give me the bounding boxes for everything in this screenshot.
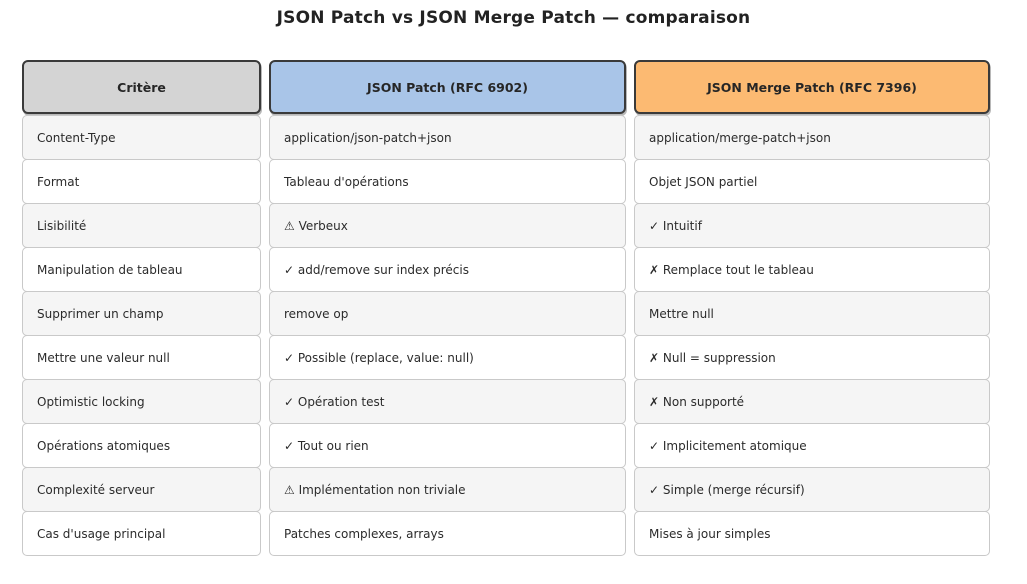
criteria-cell-format: Format (22, 159, 261, 204)
merge-patch-cell-complexite-serveur: ✓ Simple (merge récursif) (634, 467, 990, 512)
json-patch-cell-lisibilite: ⚠ Verbeux (269, 203, 626, 248)
criteria-cell-manipulation-tableau: Manipulation de tableau (22, 247, 261, 292)
json-patch-cell-cas-usage: Patches complexes, arrays (269, 511, 626, 556)
merge-patch-cell-content-type: application/merge-patch+json (634, 115, 990, 160)
criteria-column-body: Content-Type Format Lisibilité Manipulat… (22, 115, 261, 556)
merge-patch-cell-supprimer-champ: Mettre null (634, 291, 990, 336)
criteria-cell-cas-usage: Cas d'usage principal (22, 511, 261, 556)
page-title: JSON Patch vs JSON Merge Patch — compara… (276, 8, 751, 28)
json-patch-cell-supprimer-champ: remove op (269, 291, 626, 336)
json-patch-cell-content-type: application/json-patch+json (269, 115, 626, 160)
criteria-cell-optimistic-locking: Optimistic locking (22, 379, 261, 424)
json-patch-cell-operations-atomiques: ✓ Tout ou rien (269, 423, 626, 468)
json-patch-column-body: application/json-patch+json Tableau d'op… (269, 115, 626, 556)
json-patch-column-header: JSON Patch (RFC 6902) (269, 60, 626, 114)
json-patch-cell-manipulation-tableau: ✓ add/remove sur index précis (269, 247, 626, 292)
merge-patch-cell-valeur-null: ✗ Null = suppression (634, 335, 990, 380)
json-patch-cell-valeur-null: ✓ Possible (replace, value: null) (269, 335, 626, 380)
merge-patch-column-body: application/merge-patch+json Objet JSON … (634, 115, 990, 556)
merge-patch-cell-manipulation-tableau: ✗ Remplace tout le tableau (634, 247, 990, 292)
criteria-cell-valeur-null: Mettre une valeur null (22, 335, 261, 380)
merge-patch-column-header: JSON Merge Patch (RFC 7396) (634, 60, 990, 114)
criteria-column: Critère Content-Type Format Lisibilité M… (22, 60, 261, 556)
merge-patch-cell-operations-atomiques: ✓ Implicitement atomique (634, 423, 990, 468)
criteria-cell-content-type: Content-Type (22, 115, 261, 160)
json-patch-cell-format: Tableau d'opérations (269, 159, 626, 204)
criteria-column-header: Critère (22, 60, 261, 114)
comparison-table: Critère Content-Type Format Lisibilité M… (22, 60, 990, 556)
merge-patch-column: JSON Merge Patch (RFC 7396) application/… (634, 60, 990, 556)
json-patch-cell-optimistic-locking: ✓ Opération test (269, 379, 626, 424)
json-patch-cell-complexite-serveur: ⚠ Implémentation non triviale (269, 467, 626, 512)
criteria-cell-lisibilite: Lisibilité (22, 203, 261, 248)
criteria-cell-supprimer-champ: Supprimer un champ (22, 291, 261, 336)
criteria-cell-operations-atomiques: Opérations atomiques (22, 423, 261, 468)
merge-patch-cell-lisibilite: ✓ Intuitif (634, 203, 990, 248)
merge-patch-cell-optimistic-locking: ✗ Non supporté (634, 379, 990, 424)
json-patch-column: JSON Patch (RFC 6902) application/json-p… (269, 60, 626, 556)
merge-patch-cell-cas-usage: Mises à jour simples (634, 511, 990, 556)
criteria-cell-complexite-serveur: Complexité serveur (22, 467, 261, 512)
merge-patch-cell-format: Objet JSON partiel (634, 159, 990, 204)
